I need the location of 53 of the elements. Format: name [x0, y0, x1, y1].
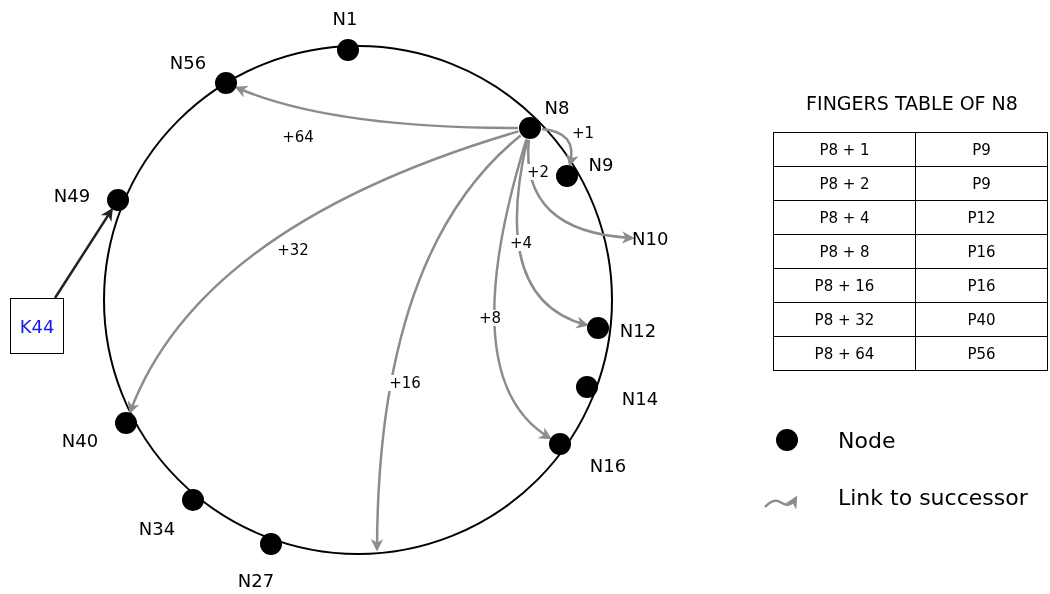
node-label: N12 [619, 319, 657, 341]
node-dot [556, 165, 578, 187]
node-label: N16 [589, 454, 627, 476]
table-title: FINGERS TABLE OF N8 [806, 92, 1018, 114]
legend-label: Node [838, 427, 896, 453]
arrow [371, 134, 522, 552]
node-label: N1 [332, 7, 358, 29]
node-label: N27 [237, 569, 275, 591]
node-dot [587, 317, 609, 339]
key-label: K44 [19, 315, 55, 337]
node-label: N49 [53, 184, 91, 206]
arrow [493, 139, 552, 440]
node-dot [549, 433, 571, 455]
node-dot [260, 533, 282, 555]
node-label: N8 [544, 96, 570, 118]
node-dot [107, 189, 129, 211]
arrow [128, 130, 519, 415]
node-dot [576, 376, 598, 398]
arrow [541, 127, 578, 167]
table-cell: P9 [915, 132, 1048, 167]
node-dot [182, 489, 204, 511]
legend-label: Link to successor [838, 484, 1028, 510]
node-label: N40 [61, 429, 99, 451]
node-dot [215, 72, 237, 94]
table-cell: P8 + 1 [773, 132, 916, 167]
node-label: N56 [169, 51, 207, 73]
table-cell: P12 [915, 200, 1048, 235]
node-label: N9 [588, 153, 614, 175]
node-dot [337, 39, 359, 61]
arrow [527, 139, 635, 244]
edge-label: +16 [387, 375, 423, 391]
table-cell: P8 + 32 [773, 302, 916, 337]
node-label: N14 [621, 387, 659, 409]
edge-label: +32 [275, 242, 311, 258]
node-dot [519, 117, 541, 139]
table-cell: P8 + 64 [773, 336, 916, 371]
node-label: N34 [138, 517, 176, 539]
table-cell: P8 + 4 [773, 200, 916, 235]
arrow [515, 139, 589, 328]
table-cell: P40 [915, 302, 1048, 337]
arrow [53, 208, 113, 299]
key-box [10, 298, 64, 354]
table-cell: P16 [915, 234, 1048, 269]
edge-label: +64 [280, 129, 316, 145]
table-cell: P8 + 2 [773, 166, 916, 201]
node-dot [115, 412, 137, 434]
table-cell: P8 + 16 [773, 268, 916, 303]
node-label: N10 [632, 228, 669, 250]
table-cell: P8 + 8 [773, 234, 916, 269]
table-cell: P9 [915, 166, 1048, 201]
table-cell: P56 [915, 336, 1048, 371]
arrow [234, 85, 518, 130]
table-cell: P16 [915, 268, 1048, 303]
